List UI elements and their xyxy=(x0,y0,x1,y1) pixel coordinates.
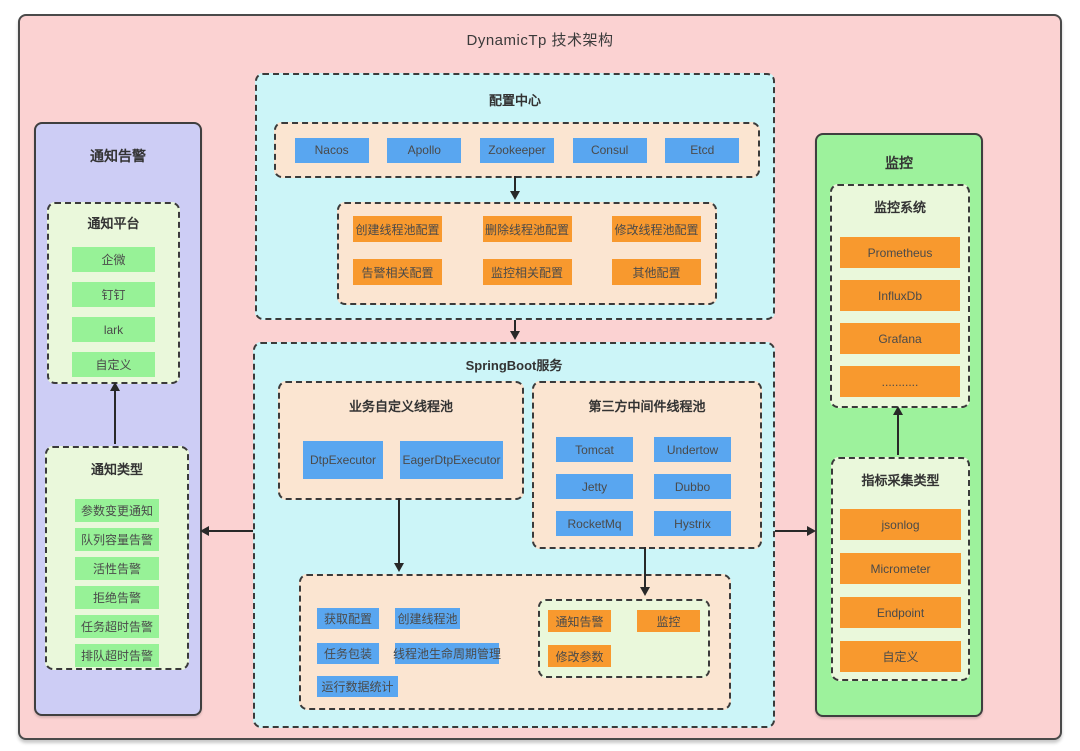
middleware-item: Dubbo xyxy=(654,474,731,499)
monitor-section-title: 监控 xyxy=(885,155,913,171)
custom-pool-box: 业务自定义线程池 DtpExecutor EagerDtpExecutor xyxy=(278,381,524,500)
collect-type-item: jsonlog xyxy=(840,509,961,540)
notify-type-item: 排队超时告警 xyxy=(75,644,159,667)
third-party-pool-title: 第三方中间件线程池 xyxy=(588,399,706,414)
monitor-systems-box: 监控系统 Prometheus InfluxDb Grafana .......… xyxy=(830,184,970,408)
notify-platform-title: 通知平台 xyxy=(87,216,140,231)
registry-list-box: Nacos Apollo Zookeeper Consul Etcd xyxy=(274,122,760,178)
notify-type-item: 拒绝告警 xyxy=(75,586,159,609)
config-item: 创建线程池配置 xyxy=(353,216,442,242)
collect-types-title: 指标采集类型 xyxy=(861,473,940,488)
arrow-springboot-to-monitor-line xyxy=(775,530,808,532)
monitor-system-item: Grafana xyxy=(840,323,960,354)
arrow-middleware-to-actions-head xyxy=(640,587,650,596)
config-items-box: 创建线程池配置 删除线程池配置 修改线程池配置 告警相关配置 监控相关配置 其他… xyxy=(337,202,717,305)
middleware-item: Hystrix xyxy=(654,511,731,536)
monitor-system-item: InfluxDb xyxy=(840,280,960,311)
config-item: 其他配置 xyxy=(612,259,701,285)
third-party-pool-box: 第三方中间件线程池 Tomcat Undertow Jetty Dubbo Ro… xyxy=(532,381,762,549)
registry-item: Nacos xyxy=(294,137,369,163)
notify-platform-item: lark xyxy=(72,317,155,342)
custom-pool-item: EagerDtpExecutor xyxy=(400,441,503,479)
notify-section: 通知告警 通知平台 企微 钉钉 lark 自定义 通知类型 参数变更通知 队列容… xyxy=(34,122,202,716)
notify-section-title: 通知告警 xyxy=(90,148,146,164)
action-item: 修改参数 xyxy=(548,645,611,667)
springboot-box: SpringBoot服务 业务自定义线程池 DtpExecutor EagerD… xyxy=(253,342,775,728)
config-item: 监控相关配置 xyxy=(482,259,572,285)
core-function-item: 运行数据统计 xyxy=(317,676,398,697)
arrow-collect-to-systems-line xyxy=(897,414,899,455)
arrow-custompool-to-functions-head xyxy=(394,563,404,572)
registry-item: Consul xyxy=(572,137,647,163)
notify-platform-item: 钉钉 xyxy=(72,282,155,307)
notify-types-box: 通知类型 参数变更通知 队列容量告警 活性告警 拒绝告警 任务超时告警 排队超时… xyxy=(45,446,189,670)
arrow-middleware-to-actions-line xyxy=(644,547,646,588)
springboot-title: SpringBoot服务 xyxy=(465,358,563,373)
core-function-item: 线程池生命周期管理 xyxy=(393,643,501,664)
monitor-system-item: ........... xyxy=(840,366,960,397)
middleware-item: RocketMq xyxy=(556,511,633,536)
notify-types-title: 通知类型 xyxy=(90,462,143,477)
arrow-registries-to-configs-line xyxy=(514,176,516,193)
config-item: 修改线程池配置 xyxy=(612,216,701,242)
arrow-springboot-to-notify-head xyxy=(200,526,209,536)
action-item: 监控 xyxy=(637,610,700,632)
notify-platform-item: 企微 xyxy=(72,247,155,272)
collect-type-item: Endpoint xyxy=(840,597,961,628)
actions-box: 通知告警 监控 修改参数 xyxy=(538,599,710,678)
custom-pool-item: DtpExecutor xyxy=(303,441,383,479)
arrow-springboot-to-monitor-head xyxy=(807,526,816,536)
notify-type-item: 参数变更通知 xyxy=(75,499,159,522)
page-title: DynamicTp 技术架构 xyxy=(466,32,614,49)
arrow-config-to-springboot-line xyxy=(514,320,516,333)
core-function-item: 创建线程池 xyxy=(395,608,460,629)
arrow-springboot-to-notify-line xyxy=(209,530,253,532)
arrow-types-to-platform-line xyxy=(114,390,116,444)
core-function-item: 获取配置 xyxy=(317,608,379,629)
custom-pool-title: 业务自定义线程池 xyxy=(348,399,453,414)
notify-type-item: 任务超时告警 xyxy=(75,615,159,638)
registry-item: Apollo xyxy=(387,137,462,163)
arrow-config-to-springboot-head xyxy=(510,331,520,340)
notify-type-item: 活性告警 xyxy=(75,557,159,580)
notify-type-item: 队列容量告警 xyxy=(75,528,159,551)
arrow-collect-to-systems-head xyxy=(893,406,903,415)
monitor-system-item: Prometheus xyxy=(840,237,960,268)
config-item: 删除线程池配置 xyxy=(482,216,572,242)
action-item: 通知告警 xyxy=(548,610,611,632)
registry-item: Etcd xyxy=(665,137,740,163)
middleware-item: Jetty xyxy=(556,474,633,499)
config-center-box: 配置中心 Nacos Apollo Zookeeper Consul Etcd … xyxy=(255,73,775,320)
notify-platform-item: 自定义 xyxy=(72,352,155,377)
config-center-title: 配置中心 xyxy=(488,93,541,108)
monitor-systems-title: 监控系统 xyxy=(873,200,926,215)
middleware-item: Undertow xyxy=(654,437,731,462)
arrow-custompool-to-functions-line xyxy=(398,498,400,564)
arrow-types-to-platform-head xyxy=(110,382,120,391)
arrow-registries-to-configs-head xyxy=(510,191,520,200)
collect-type-item: 自定义 xyxy=(840,641,961,672)
registry-item: Zookeeper xyxy=(479,137,554,163)
notify-platform-box: 通知平台 企微 钉钉 lark 自定义 xyxy=(47,202,180,384)
monitor-section: 监控 监控系统 Prometheus InfluxDb Grafana ....… xyxy=(815,133,983,717)
core-functions-box: 获取配置 创建线程池 任务包装 线程池生命周期管理 运行数据统计 通知告警 监控… xyxy=(299,574,731,710)
collect-types-box: 指标采集类型 jsonlog Micrometer Endpoint 自定义 xyxy=(831,457,970,681)
collect-type-item: Micrometer xyxy=(840,553,961,584)
core-function-item: 任务包装 xyxy=(317,643,379,664)
config-item: 告警相关配置 xyxy=(353,259,442,285)
middleware-item: Tomcat xyxy=(556,437,633,462)
